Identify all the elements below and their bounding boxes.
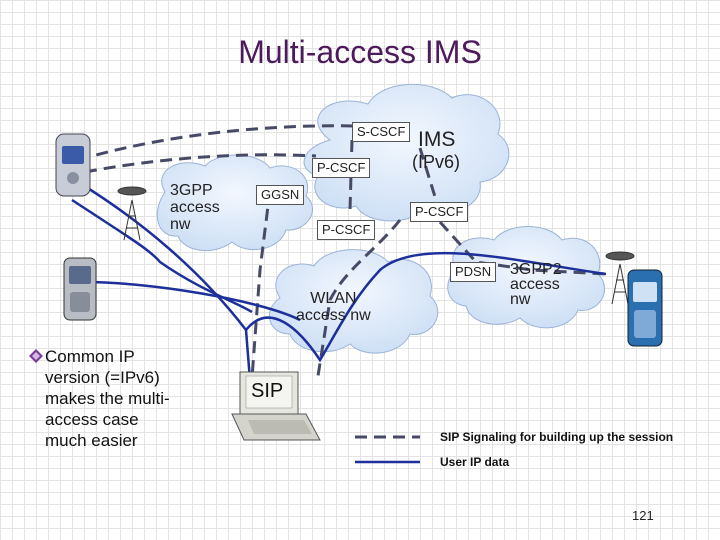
bullet-line-3: makes the multi- (45, 389, 170, 408)
ims-label: IMS (418, 128, 456, 151)
page-number: 121 (632, 508, 654, 523)
phone-mid-left (63, 257, 97, 321)
signaling-lines (77, 124, 607, 379)
ipv6-label: (IPv6) (412, 152, 461, 172)
slide-title: Multi-access IMS (238, 34, 482, 70)
gpp3-network-label: 3GPP access nw (170, 182, 220, 233)
laptop (231, 371, 321, 441)
phone-right (627, 269, 663, 347)
bullet-line-2: version (=IPv6) (45, 368, 160, 387)
bullet-line-5: much easier (45, 431, 138, 450)
legend-signaling-label: SIP Signaling for building up the sessio… (440, 430, 674, 444)
p-cscf-top-node: P-CSCF (312, 158, 371, 178)
wlan-label-line2: access nw (296, 307, 371, 324)
gpp2-label-line3: nw (510, 291, 531, 308)
wlan-network-label: WLAN access nw (296, 290, 371, 324)
gpp2-label-line1: 3GPP2 (510, 261, 562, 278)
pdsn-node: PDSN (450, 262, 497, 282)
wlan-label-line1: WLAN (310, 290, 357, 307)
gpp2-cloud (447, 226, 605, 329)
gpp2-network-label: 3GPP2 access nw (510, 261, 562, 308)
p-cscf-right-node: P-CSCF (410, 202, 469, 222)
gpp2-label-line2: access (510, 276, 560, 293)
bullet-line-1: Common IP (45, 347, 135, 366)
legend-user-data-label: User IP data (440, 455, 510, 469)
ggsn-node: GGSN (256, 185, 305, 205)
gpp3-label-line3: nw (170, 216, 191, 233)
ims-cloud (303, 83, 510, 222)
laptop-sip-label: SIP (251, 380, 284, 402)
antenna-tower-right (605, 251, 635, 305)
bullet-line-4: access case (45, 410, 139, 429)
gpp3-label-line1: 3GPP (170, 182, 213, 199)
user-data-lines (71, 180, 607, 381)
antenna-tower-left (117, 186, 147, 241)
gpp3-label-line2: access (170, 199, 220, 216)
s-cscf-node: S-CSCF (352, 122, 411, 142)
gpp3-cloud (156, 154, 313, 252)
bullet-text: Common IP version (=IPv6) makes the mult… (45, 346, 195, 451)
p-cscf-mid-node: P-CSCF (317, 220, 376, 240)
phone-top-left (55, 133, 91, 197)
bullet-icon (29, 349, 43, 363)
